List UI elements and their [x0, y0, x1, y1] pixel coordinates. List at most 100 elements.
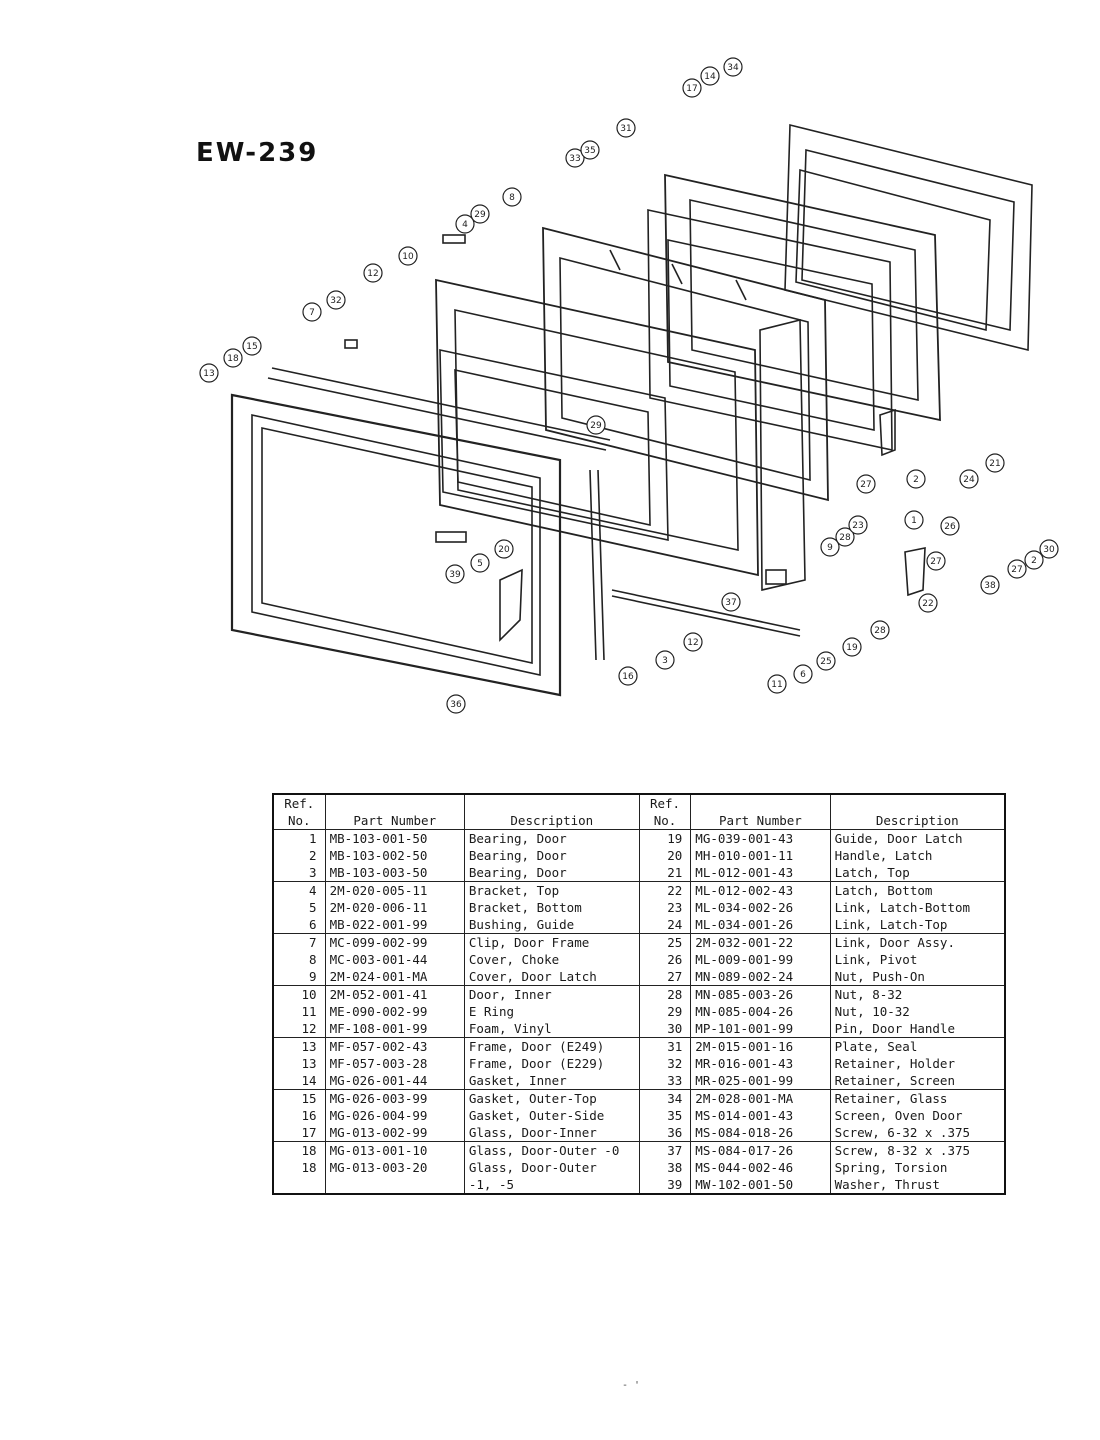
diagram-title: EW-239 [196, 138, 319, 168]
cell-l-desc: Door, Inner [463, 985, 640, 1003]
cell-r-pn: MN-085-003-26 [690, 985, 831, 1003]
cell-l-desc: Bearing, Door [463, 847, 640, 864]
callout-circle [767, 674, 787, 694]
cell-l-ref: 4 [272, 881, 326, 899]
callout-number: 8 [509, 193, 515, 203]
callout-circle [1007, 559, 1027, 579]
cell-l-desc: Bushing, Guide [463, 916, 640, 934]
callout-number: 31 [620, 124, 631, 134]
callout-circle [445, 564, 465, 584]
callout-number: 12 [687, 638, 698, 648]
cell-r-ref: 36 [638, 1124, 691, 1142]
callout-number: 22 [922, 599, 933, 609]
callout-number: 19 [846, 643, 858, 653]
header-part-number-right: Part Number [690, 794, 831, 830]
cell-l-pn: MB-022-001-99 [324, 916, 465, 934]
callout-circle [816, 651, 836, 671]
cell-l-ref: 18 [272, 1141, 326, 1159]
cell-r-desc: Retainer, Holder [829, 1055, 1005, 1072]
cell-l-pn: MF-057-002-43 [324, 1037, 465, 1055]
cell-r-pn: MG-039-001-43 [690, 829, 831, 847]
header-ref-no: Ref.No. [272, 794, 326, 830]
cell-l-pn: MB-103-001-50 [324, 829, 465, 847]
header-ref-no-right: Ref.No. [638, 794, 691, 830]
cell-r-desc: Washer, Thrust [829, 1176, 1005, 1194]
callout-number: 35 [584, 146, 595, 156]
callout-circle [446, 694, 466, 714]
cell-r-desc: Link, Pivot [829, 951, 1005, 968]
callout-number: 25 [820, 657, 831, 667]
cell-r-ref: 35 [638, 1107, 691, 1124]
cell-l-desc: Gasket, Outer-Top [463, 1089, 640, 1107]
cell-r-ref: 32 [638, 1055, 691, 1072]
cell-r-ref: 34 [638, 1089, 691, 1107]
cell-l-ref: 12 [272, 1020, 326, 1038]
callout-circle [363, 263, 383, 283]
callout-number: 9 [827, 543, 833, 553]
cell-r-ref: 33 [638, 1072, 691, 1090]
callout-number: 21 [989, 459, 1000, 469]
callout-circle [586, 415, 606, 435]
cell-l-ref: 6 [272, 916, 326, 934]
cell-l-desc: Foam, Vinyl [463, 1020, 640, 1038]
callout-circle [683, 632, 703, 652]
cell-l-ref: 8 [272, 951, 326, 968]
cell-l-desc: Bearing, Door [463, 864, 640, 882]
cell-l-ref: 13 [272, 1055, 326, 1072]
callout-number: 29 [474, 210, 486, 220]
callout-circle [470, 204, 490, 224]
cell-l-pn [324, 1176, 465, 1194]
header-description-right: Description [829, 794, 1005, 830]
callout-number: 5 [477, 559, 483, 569]
oven-door-screen [647, 209, 893, 451]
callout-number: 2 [913, 475, 919, 485]
cell-r-pn: MS-044-002-46 [690, 1159, 831, 1176]
callout-number: 17 [686, 84, 697, 94]
cell-r-pn: MN-085-004-26 [690, 1003, 831, 1020]
cell-l-desc: Glass, Door-Outer [463, 1159, 640, 1176]
callout-number: 7 [309, 308, 315, 318]
cell-l-pn: MG-013-002-99 [324, 1124, 465, 1142]
cell-l-desc: Bracket, Bottom [463, 899, 640, 916]
callout-number: 10 [402, 252, 414, 262]
holder-retainer [439, 349, 669, 541]
cell-l-desc: Cover, Choke [463, 951, 640, 968]
callout-number: 39 [449, 570, 461, 580]
cell-r-ref: 25 [638, 933, 691, 951]
cell-r-desc: Handle, Latch [829, 847, 1005, 864]
cell-l-pn: MG-026-004-99 [324, 1107, 465, 1124]
callout-circle [793, 664, 813, 684]
callout-number: 32 [330, 296, 341, 306]
callout-number: 24 [963, 475, 975, 485]
cell-r-pn: 2M-028-001-MA [690, 1089, 831, 1107]
cell-r-pn: MS-084-017-26 [690, 1141, 831, 1159]
callout-circle [580, 140, 600, 160]
cell-r-desc: Link, Door Assy. [829, 933, 1005, 951]
callout-circle [700, 66, 720, 86]
cell-r-desc: Retainer, Glass [829, 1089, 1005, 1107]
callout-number: 36 [450, 700, 462, 710]
cell-r-ref: 31 [638, 1037, 691, 1055]
cell-l-ref: 17 [272, 1124, 326, 1142]
exploded-parts-diagram: 3414173133358429103212715131829212422712… [199, 57, 1059, 714]
callout-circle [494, 539, 514, 559]
cell-l-desc: Frame, Door (E249) [463, 1037, 640, 1055]
cell-r-ref: 39 [638, 1176, 691, 1194]
cell-r-ref: 24 [638, 916, 691, 934]
callout-circle [906, 469, 926, 489]
callout-circle [616, 118, 636, 138]
cell-l-pn: MC-003-001-44 [324, 951, 465, 968]
callout-number: 23 [852, 521, 863, 531]
callout-circle [721, 592, 741, 612]
cell-l-pn: MG-013-003-20 [324, 1159, 465, 1176]
cell-r-pn: MW-102-001-50 [690, 1176, 831, 1194]
